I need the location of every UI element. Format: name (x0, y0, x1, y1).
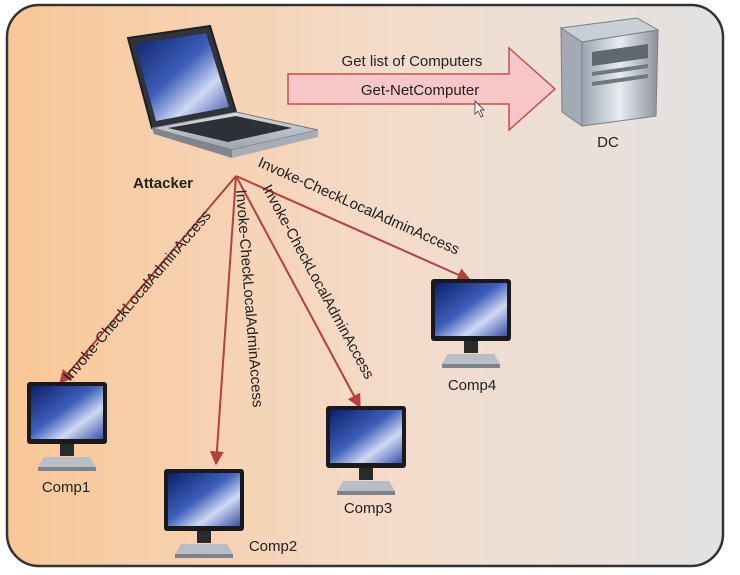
laptop-icon (126, 24, 319, 158)
request-arrow-inner-label: Get-NetComputer (361, 82, 479, 99)
request-arrow-top-label: Get list of Computers (342, 53, 483, 70)
comp3-label: Comp3 (344, 500, 392, 517)
comp4-label: Comp4 (448, 377, 496, 394)
edge-attacker-comp2 (209, 175, 237, 466)
comp2-node: Comp2 (164, 469, 297, 558)
diagram-frame (5, 3, 725, 568)
dc-node: DC (559, 17, 660, 151)
edge-attacker-comp4 (235, 175, 472, 282)
edge-attacker-comp1 (59, 175, 237, 385)
request-arrow: Get list of Computers Get-NetComputer (287, 46, 557, 132)
attacker-label: Attacker (133, 175, 193, 192)
comp4-node: Comp4 (431, 279, 511, 394)
server-icon (559, 17, 660, 127)
dc-label: DC (597, 134, 619, 151)
comp1-label: Comp1 (42, 479, 90, 496)
attacker-node: Attacker (126, 24, 319, 192)
edge-attacker-comp3 (235, 175, 361, 409)
comp3-node: Comp3 (326, 406, 406, 517)
comp1-node: Comp1 (27, 382, 107, 496)
comp2-label: Comp2 (249, 538, 297, 555)
mouse-cursor-icon (474, 100, 485, 118)
